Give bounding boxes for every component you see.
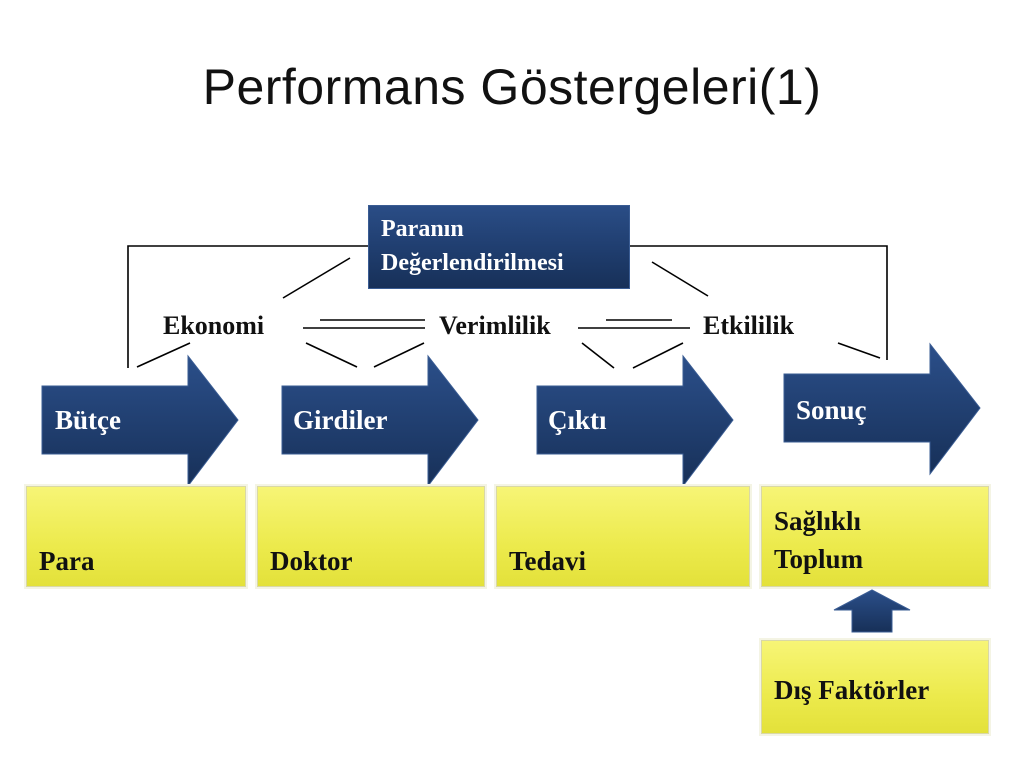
- link-etkililik-to-cikti: [632, 342, 684, 369]
- concept-effectiveness: Etkililik: [703, 311, 795, 340]
- concept-efficiency: Verimlilik: [439, 311, 551, 340]
- example-healthy-line2: Toplum: [774, 544, 864, 574]
- stage-arrow-inputs: [281, 354, 479, 488]
- external-factors-box: Dış Faktörler: [761, 640, 989, 734]
- external-factors-text: Dış Faktörler: [774, 675, 930, 705]
- example-money-text: Para: [39, 546, 95, 576]
- link-top-to-etkililik: [651, 261, 709, 297]
- link-verimlilik-to-girdiler: [373, 342, 425, 368]
- concept-economy: Ekonomi: [163, 311, 265, 340]
- example-box-doctor: Doktor: [257, 486, 485, 587]
- example-box-treatment: Tedavi: [496, 486, 750, 587]
- link-etkililik-to-sonuc: [837, 342, 881, 359]
- slide-title: Performans Göstergeleri(1): [202, 59, 822, 115]
- bracket-right: [630, 245, 888, 360]
- link-ekonomi-to-butce: [136, 342, 191, 368]
- value-for-money-line1: Paranın: [381, 216, 464, 242]
- up-arrow-icon: [833, 589, 911, 633]
- value-for-money-line2: Değerlendirilmesi: [381, 250, 564, 277]
- example-treatment-text: Tedavi: [509, 546, 587, 576]
- stage-arrow-outcome: [783, 342, 981, 476]
- stage-label-inputs: Girdiler: [293, 405, 388, 435]
- link-top-to-ekonomi: [282, 257, 351, 299]
- stage-label-outcome: Sonuç: [796, 395, 867, 425]
- example-healthy-line1: Sağlıklı: [774, 506, 862, 536]
- stage-label-budget: Bütçe: [55, 405, 121, 435]
- link-ekonomi-to-girdiler: [305, 342, 358, 368]
- stage-label-output: Çıktı: [548, 405, 607, 435]
- bracket-left: [127, 245, 368, 368]
- stage-arrow-budget: [41, 354, 239, 488]
- link-verimlilik-to-cikti: [581, 342, 615, 369]
- stage-arrow-output: [536, 354, 734, 488]
- example-box-healthy-society: Sağlıklı Toplum: [761, 486, 989, 587]
- value-for-money-box: Paranın Değerlendirilmesi: [368, 205, 630, 289]
- example-box-money: Para: [26, 486, 246, 587]
- example-doctor-text: Doktor: [270, 546, 353, 576]
